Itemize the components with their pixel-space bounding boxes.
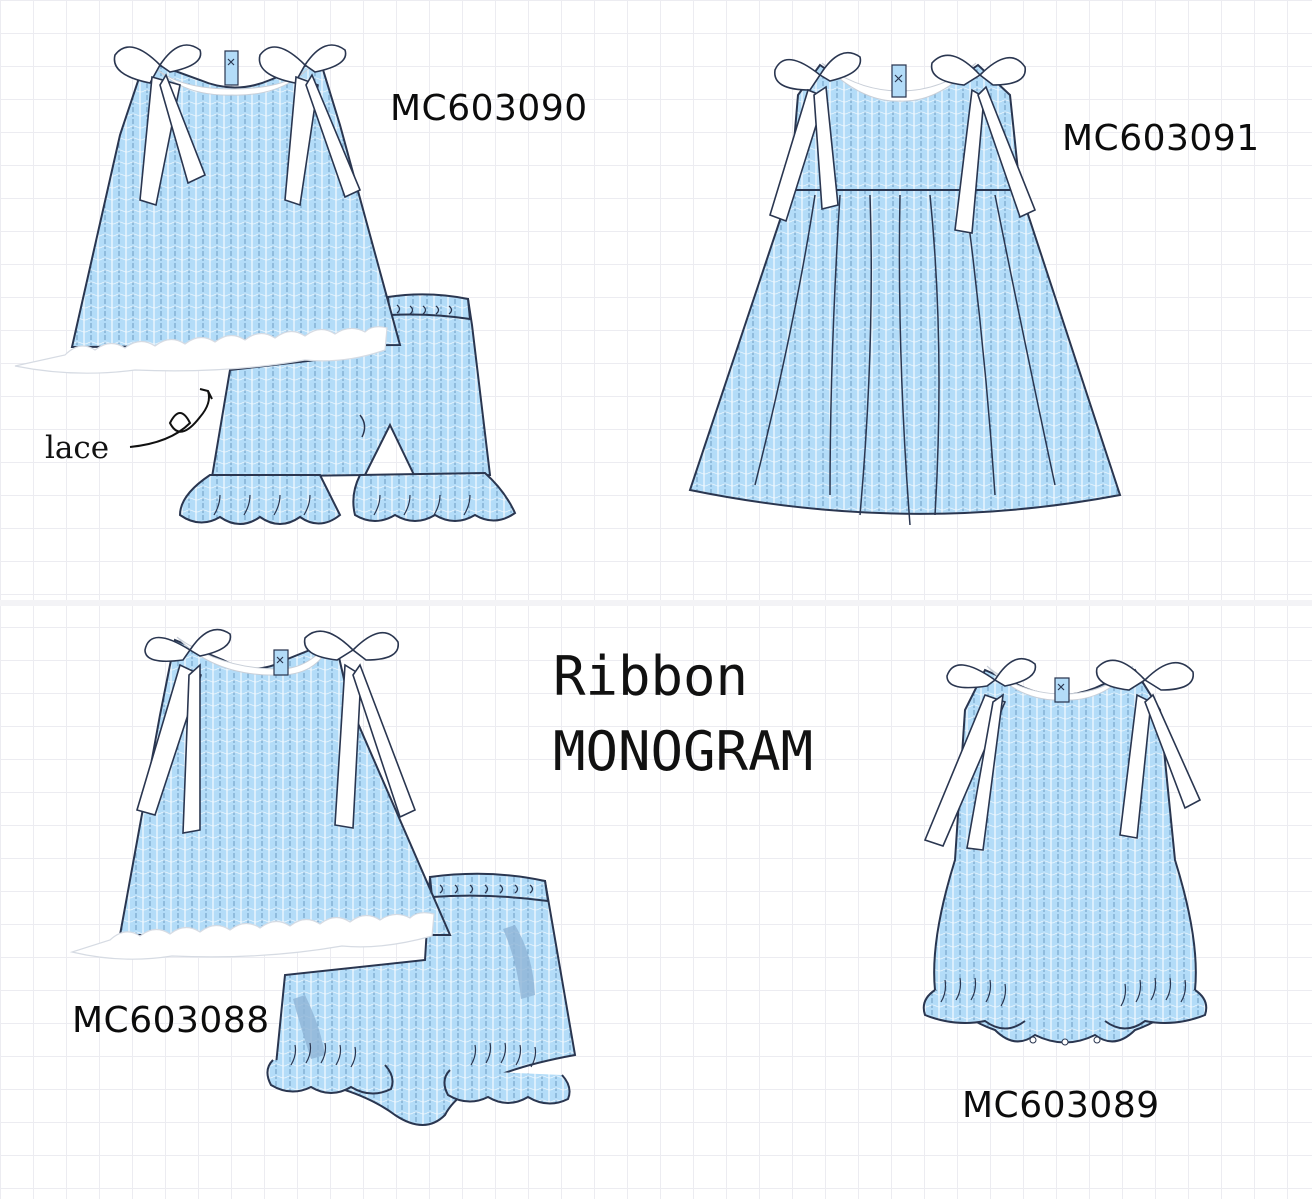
style-code-mc603091: MC603091	[1062, 118, 1260, 159]
style-code-mc603089: MC603089	[962, 1085, 1160, 1126]
swing-top	[69, 628, 452, 960]
garment-mc603089-romper	[915, 640, 1215, 1070]
style-code-mc603088: MC603088	[72, 1000, 270, 1041]
style-code-mc603090: MC603090	[390, 88, 588, 129]
garment-mc603090-set	[14, 25, 520, 555]
section-divider	[0, 600, 1312, 606]
collection-title-monogram: MONOGRAM	[553, 720, 814, 783]
lace-callout-arrow	[129, 388, 213, 448]
bloomers	[266, 872, 577, 1126]
collection-title-ribbon: Ribbon	[553, 645, 749, 708]
swing-top	[14, 44, 402, 374]
garment-mc603088-set	[69, 615, 577, 1145]
lace-label: lace	[45, 430, 110, 466]
ruffle-shorts	[178, 293, 517, 525]
garment-mc603091-dress	[680, 35, 1150, 530]
